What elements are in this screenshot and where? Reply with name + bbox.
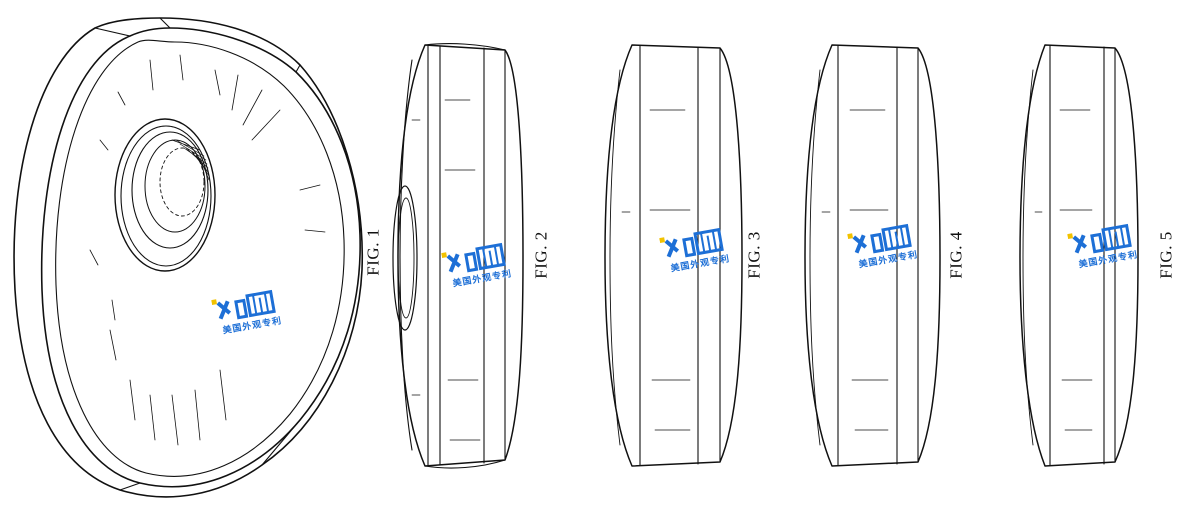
fig3-side-view [604,44,743,467]
fig4-section-lines [821,109,889,431]
fig1-perspective-view [13,17,364,498]
fig1-hub-ring [120,125,212,267]
fig4-inner-curve [809,69,821,446]
fig1-rim-top [94,17,301,73]
fig1-hub-core [159,147,205,217]
watermark: 美国外观专利 [847,217,943,276]
patent-logo-icon [211,289,276,320]
fig1-hub-lens [144,139,206,233]
patent-logo-icon [1067,223,1132,254]
fig1-hub-inner [131,131,209,249]
watermark: 美国外观专利 [211,283,307,342]
fig2-hub-inner [397,197,415,319]
fig2-section-lines [411,99,481,441]
fig1-label: FIG. 1 [363,228,383,276]
fig1-hub-hatching [171,139,210,181]
fig5-inner-curve [1022,69,1034,446]
fig4-side-view [804,44,941,467]
patent-logo-icon [659,227,724,258]
watermark: 美国外观专利 [1067,217,1163,276]
fig1-rim-bottom [119,419,301,491]
fig1-outer-back-rim [13,17,364,498]
fig2-left-curve [399,59,413,451]
fig5-band-lines [1049,45,1116,466]
fig2-top-cap [424,43,506,51]
fig1-radial-ticks [89,54,326,446]
fig2-side-view [392,43,524,469]
fig4-band-lines [837,45,919,466]
fig1-front-face [40,27,361,488]
watermark: 美国外观专利 [659,221,755,280]
fig1-face-ring [55,39,345,477]
fig4-label: FIG. 4 [946,231,966,279]
fig3-inner-curve [609,69,621,446]
fig2-hub [392,185,418,331]
watermark: 美国外观专利 [441,236,537,295]
patent-logo-icon [847,223,912,254]
fig3-section-lines [621,109,691,431]
patent-logo-icon [441,242,506,273]
fig1-hub-outer [114,118,216,272]
fig3-band-lines [639,45,721,466]
fig5-section-lines [1034,109,1093,431]
fig5-side-view [1019,44,1139,467]
fig2-bottom-cap [424,459,506,469]
